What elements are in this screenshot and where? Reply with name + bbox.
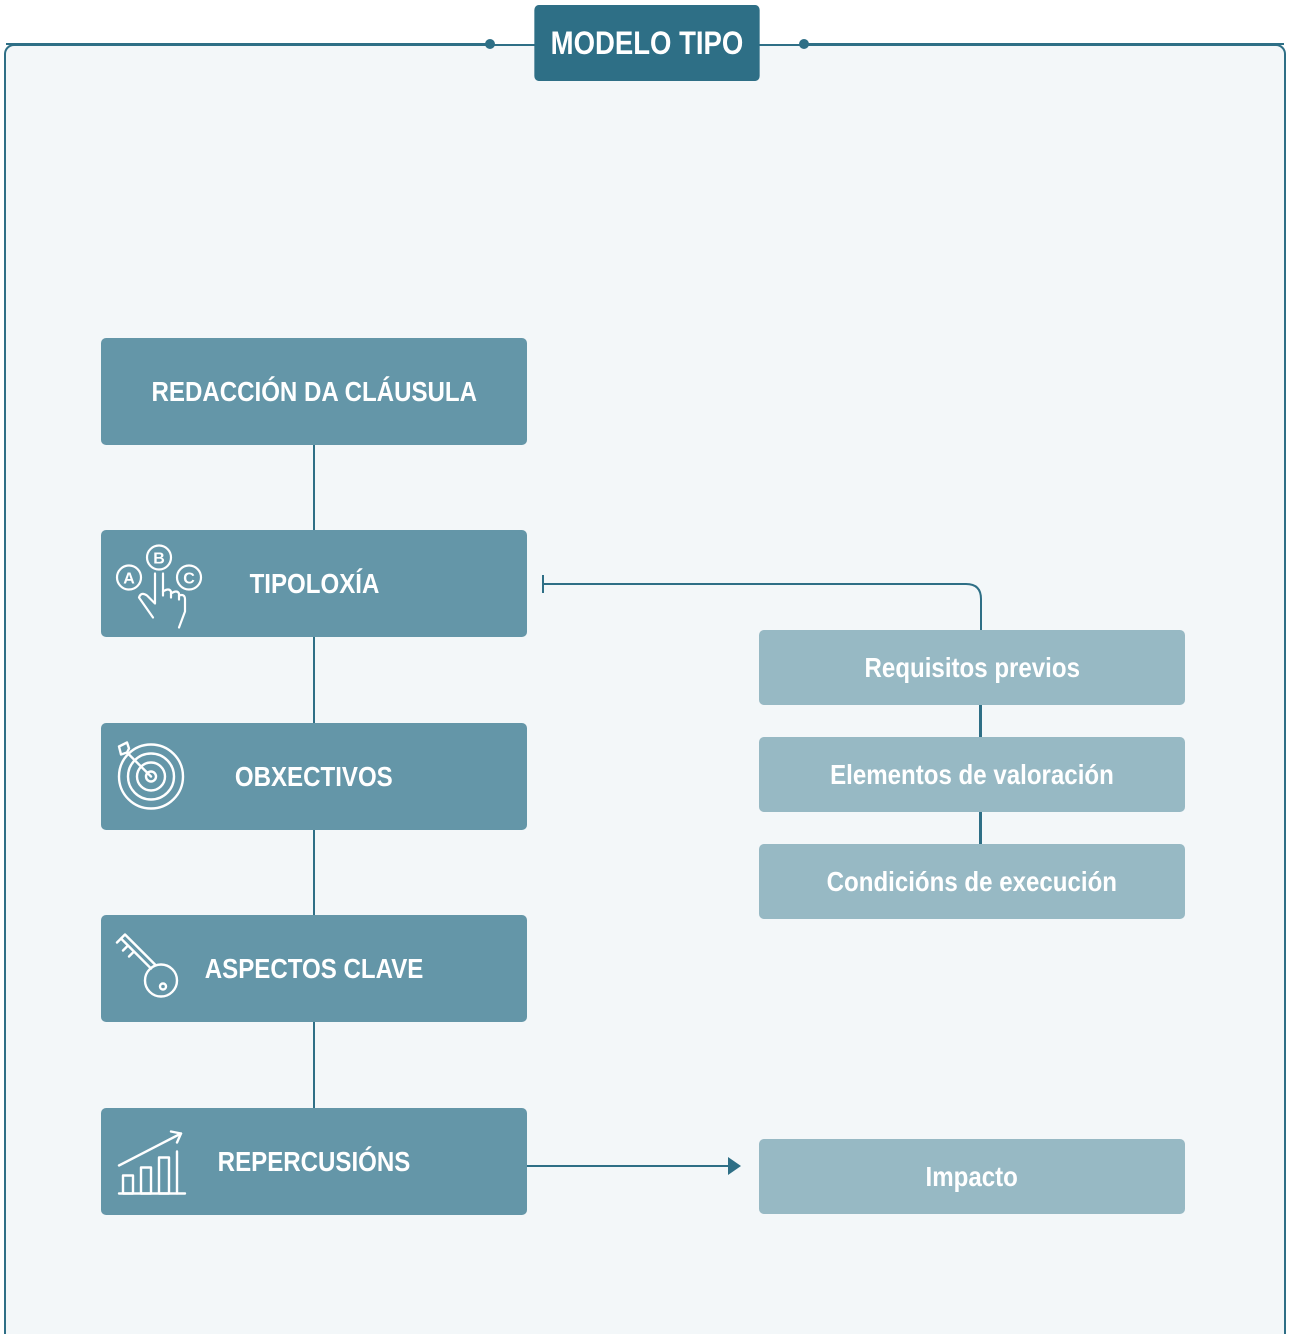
diagram-title: MODELO TIPO — [534, 5, 760, 81]
abc-choice-hand-icon: A B C — [113, 533, 209, 634]
step-redaccion-label: REDACCIÓN DA CLÁUSULA — [151, 375, 477, 407]
step-repercusions-label: REPERCUSIÓNS — [217, 1145, 411, 1177]
option-connector-2-3 — [979, 812, 982, 845]
icon-letter-b: B — [153, 550, 165, 567]
connector-1-2 — [313, 444, 315, 531]
step-aspectos-clave-label: ASPECTOS CLAVE — [204, 952, 424, 984]
step-obxectivos-label: OBXECTIVOS — [235, 760, 393, 792]
step-redaccion: REDACCIÓN DA CLÁUSULA — [101, 338, 527, 445]
option-elementos-valoracion: Elementos de valoración — [759, 737, 1185, 812]
header-dot-left — [485, 39, 495, 49]
header-dot-right — [799, 39, 809, 49]
connector-2-3 — [313, 636, 315, 724]
tipoloxia-branch-connector — [542, 575, 982, 630]
connector-4-5 — [313, 1021, 315, 1109]
option-elementos-valoracion-label: Elementos de valoración — [830, 758, 1114, 790]
growth-chart-icon — [113, 1121, 189, 1202]
connector-3-4 — [313, 829, 315, 916]
target-icon — [113, 736, 189, 817]
result-impacto: Impacto — [759, 1139, 1185, 1214]
option-requisitos-previos-label: Requisitos previos — [864, 651, 1080, 683]
option-requisitos-previos: Requisitos previos — [759, 630, 1185, 705]
repercusions-arrow — [527, 1157, 741, 1175]
step-tipoloxia-label: TIPOLOXÍA — [249, 567, 379, 599]
header-line-left — [6, 43, 490, 45]
step-aspectos-clave: ASPECTOS CLAVE — [101, 915, 527, 1022]
option-connector-1-2 — [979, 705, 982, 738]
icon-letter-c: C — [183, 570, 195, 587]
icon-letter-a: A — [123, 570, 135, 587]
key-icon — [113, 930, 185, 1007]
step-repercusions: REPERCUSIÓNS — [101, 1108, 527, 1215]
step-tipoloxia: A B C TIPOLOXÍA — [101, 530, 527, 637]
result-impacto-label: Impacto — [925, 1160, 1019, 1192]
step-obxectivos: OBXECTIVOS — [101, 723, 527, 830]
option-condicions-execucion: Condicións de execución — [759, 844, 1185, 919]
header-line-right — [804, 43, 1284, 45]
option-condicions-execucion-label: Condicións de execución — [826, 865, 1118, 897]
